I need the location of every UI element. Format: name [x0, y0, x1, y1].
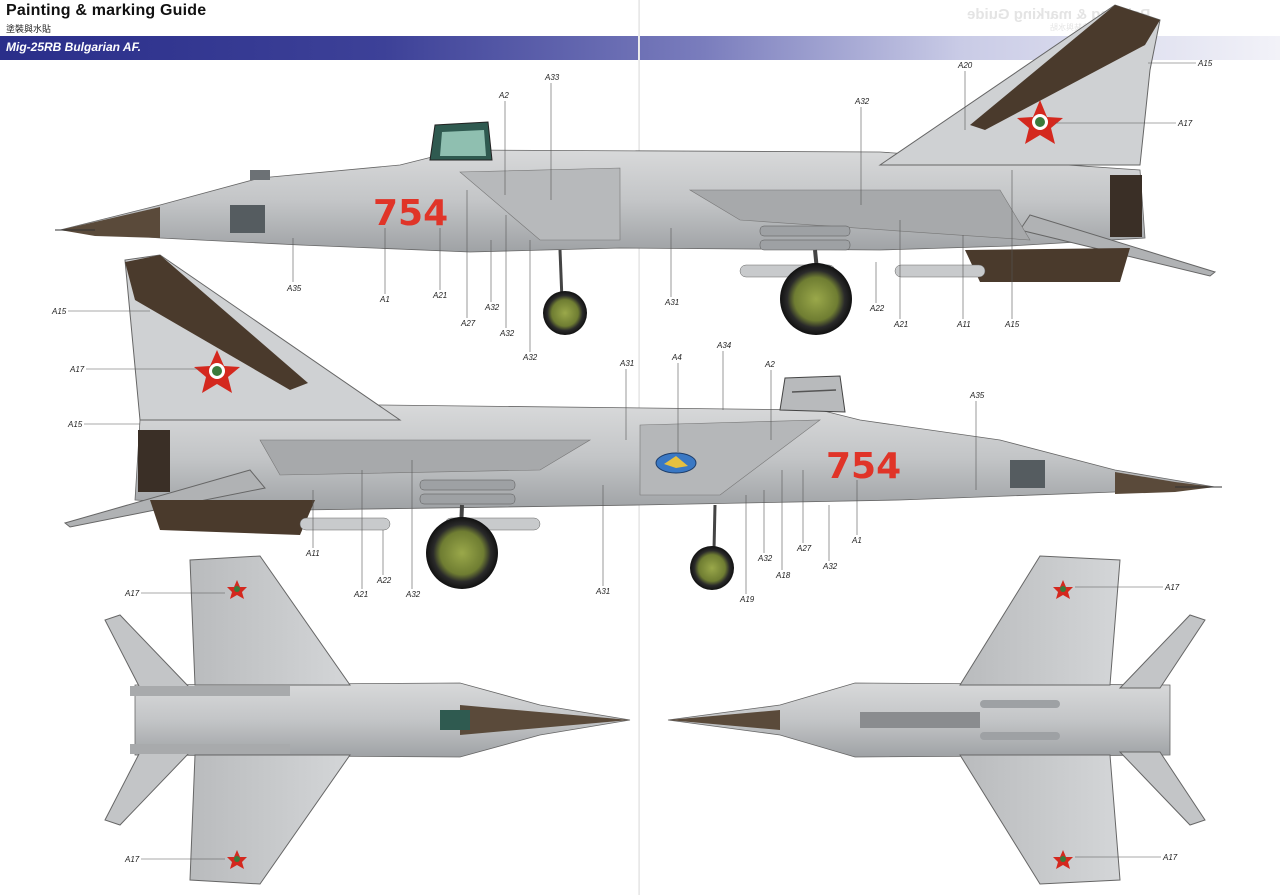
roundel-star-icon — [1017, 100, 1063, 144]
callout-label: A11 — [956, 320, 971, 329]
callout-label: A32 — [522, 353, 538, 362]
callout-label: A27 — [796, 544, 812, 553]
callout-label: A22 — [869, 304, 885, 313]
callout-label: A2 — [498, 91, 509, 100]
callout-label: A33 — [544, 73, 560, 82]
roundel-star-icon — [1053, 850, 1073, 869]
page-title: Painting & marking Guide — [6, 2, 207, 19]
roundel-star-icon — [1053, 580, 1073, 599]
roundel-star-icon — [227, 580, 247, 599]
callout-label: A17 — [1177, 119, 1193, 128]
callout-label: A27 — [460, 319, 476, 328]
callout-label: A32 — [822, 562, 838, 571]
callout-label: A32 — [405, 590, 421, 599]
middle-side-callouts: A15 A17 A15 A31 A4 A34 A2 A35 A11 A22 A2… — [51, 307, 985, 604]
callout-label: A15 — [1197, 59, 1213, 68]
callout-label: A32 — [854, 97, 870, 106]
serial-number-middle: 754 — [826, 446, 901, 487]
callout-label: A17 — [69, 365, 85, 374]
callout-label: A32 — [484, 303, 500, 312]
callout-label: A17 — [124, 589, 140, 598]
banner-label: Mig-25RB Bulgarian AF. — [6, 40, 141, 54]
callout-label: A32 — [499, 329, 515, 338]
callout-label: A21 — [893, 320, 908, 329]
callout-label: A21 — [353, 590, 368, 599]
callout-label: A17 — [124, 855, 140, 864]
top-side-profile: 754 — [55, 4, 1217, 335]
roundel-star-icon — [194, 350, 240, 393]
callout-label: A1 — [379, 295, 390, 304]
callout-label: A17 — [1164, 583, 1180, 592]
callout-label: A15 — [1004, 320, 1020, 329]
callout-label: A1 — [851, 536, 862, 545]
plan-view-top: A17 A17 — [104, 555, 631, 885]
callout-label: A32 — [757, 554, 773, 563]
callout-label: A2 — [764, 360, 775, 369]
callout-label: A35 — [969, 391, 985, 400]
callout-label: A31 — [664, 298, 679, 307]
callout-label: A31 — [595, 587, 610, 596]
serial-number-top: 754 — [373, 193, 448, 234]
callout-label: A31 — [619, 359, 634, 368]
callout-label: A21 — [432, 291, 447, 300]
page-subtitle: 塗裝與水貼 — [6, 24, 52, 34]
callout-label: A15 — [51, 307, 67, 316]
callout-label: A34 — [716, 341, 732, 350]
top-side-callouts: A33 A2 A20 A32 A15 A17 A35 A1 A21 A27 A3… — [286, 59, 1213, 362]
plan-view-bottom: A17 A17 — [667, 555, 1206, 885]
callout-label: A20 — [957, 61, 973, 70]
callout-label: A4 — [671, 353, 682, 362]
callout-label: A19 — [739, 595, 755, 604]
callout-label: A35 — [286, 284, 302, 293]
callout-label: A11 — [305, 549, 320, 558]
callout-label: A17 — [1162, 853, 1178, 862]
callout-label: A22 — [376, 576, 392, 585]
callout-label: A15 — [67, 420, 83, 429]
middle-side-profile: 754 — [63, 254, 1222, 590]
callout-label: A18 — [775, 571, 791, 580]
roundel-star-icon — [227, 850, 247, 869]
